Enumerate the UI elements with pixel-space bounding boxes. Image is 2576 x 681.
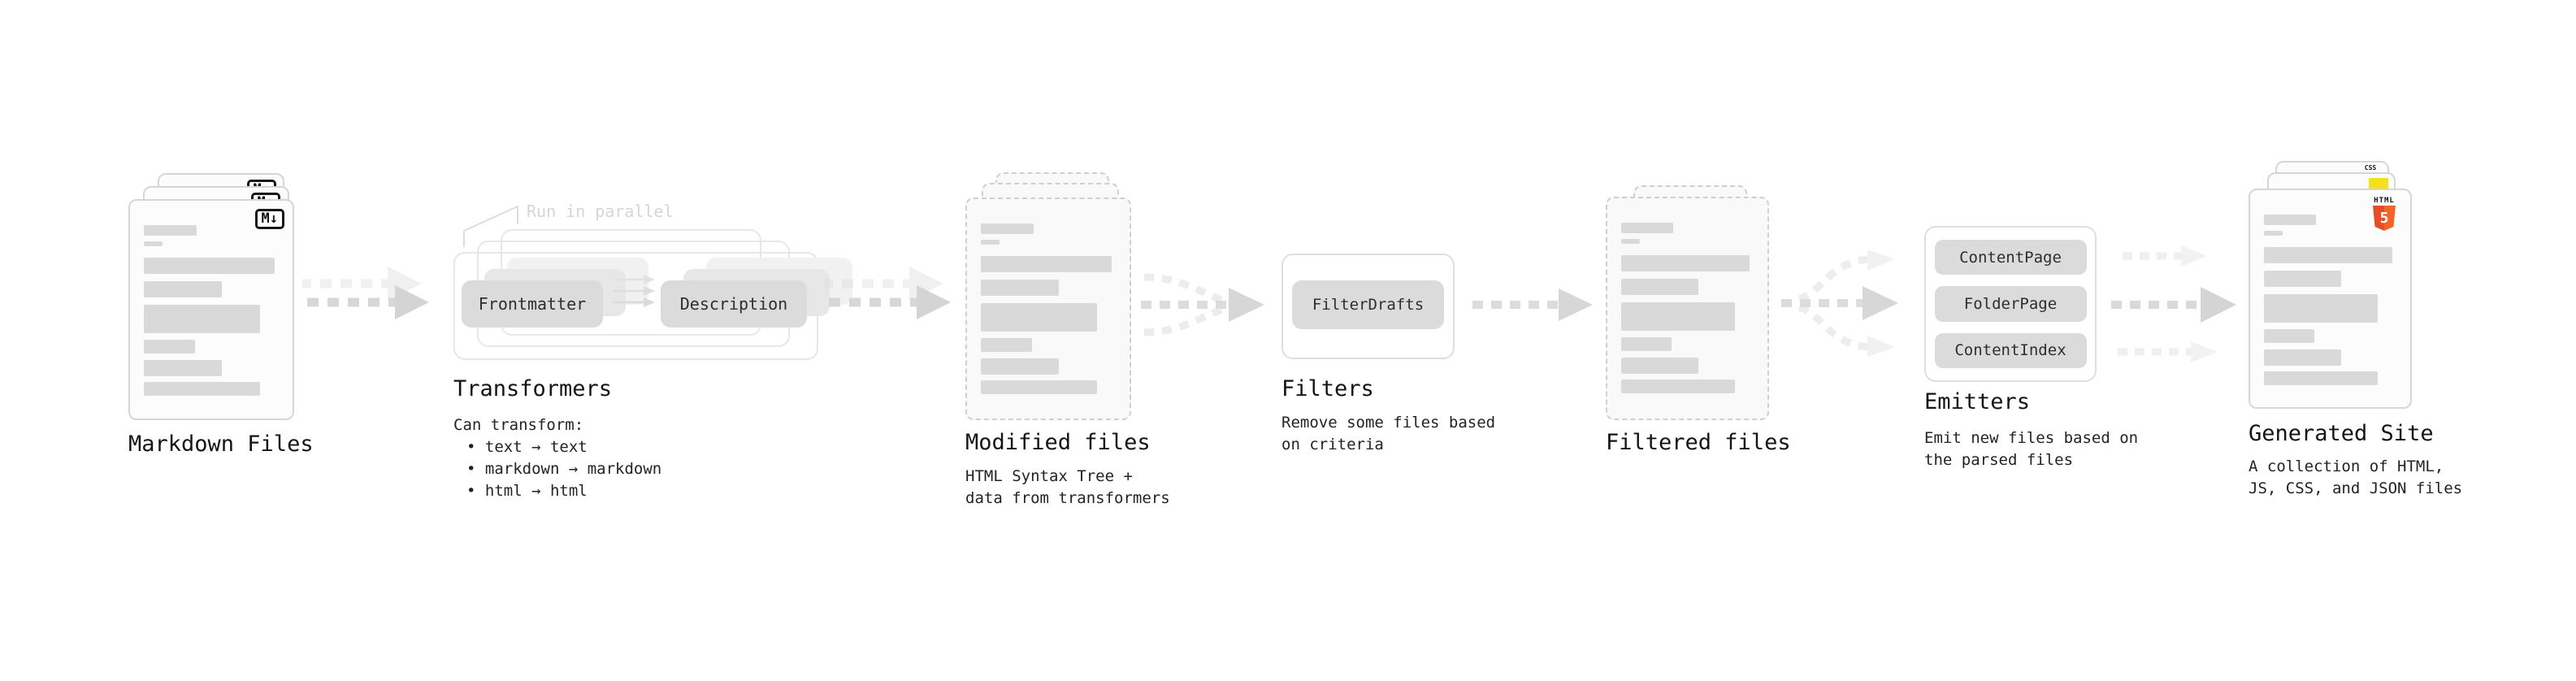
transformers-bullet: text → text (453, 436, 661, 458)
markdown-page-front: M↓ (128, 199, 294, 420)
desc-line: Emit new files based on (1924, 429, 2139, 447)
pill-arrow (613, 275, 655, 284)
arrow-transformers-to-modified (824, 267, 951, 319)
arrow-filters-to-filtered (1472, 288, 1593, 321)
placeholder-text-bar (981, 240, 1000, 245)
transformers-description: Can transform: text → text markdown → ma… (453, 414, 661, 502)
html5-icon: HTML 5 (2368, 197, 2400, 231)
desc-line: data from transformers (965, 489, 1170, 507)
css-icon-label: CSS (2364, 164, 2377, 171)
placeholder-text-bar (1621, 223, 1673, 233)
filters-node: FilterDrafts (1281, 254, 1455, 359)
placeholder-text-bar (981, 223, 1034, 234)
arrow-filtered-to-emitters (1781, 250, 1898, 357)
desc-line: A collection of HTML, (2249, 458, 2444, 475)
html5-icon-word: HTML (2374, 197, 2395, 205)
placeholder-text-bar (144, 281, 223, 297)
annotation-leader-line (463, 206, 518, 247)
placeholder-text-bar (1621, 279, 1698, 295)
arrow-modified-to-filters (1141, 273, 1264, 336)
placeholder-text-bar (144, 225, 197, 236)
arrow-emitter-bottom (2118, 341, 2217, 362)
contentindex-pill: ContentIndex (1934, 332, 2087, 368)
placeholder-text-bar (1621, 255, 1750, 271)
contentpage-pill: ContentPage (1934, 240, 2087, 275)
placeholder-text-bar (1621, 358, 1698, 374)
emitters-label: Emitters (1924, 389, 2031, 414)
arrow-markdown-to-transformers (302, 267, 429, 319)
placeholder-text-bar (1621, 302, 1736, 331)
placeholder-text-bar (981, 338, 1033, 352)
filtered-files-node (1606, 185, 1769, 420)
placeholder-text-bar (2264, 231, 2283, 236)
placeholder-text-bar (2264, 349, 2341, 366)
placeholder-text-bar (1621, 239, 1640, 244)
desc-line: the parsed files (1924, 451, 2074, 469)
markdown-files-node: M↓ M↓ M↓ (128, 173, 294, 420)
filtered-page-front (1606, 197, 1769, 420)
desc-line: on criteria (1281, 436, 1384, 453)
emitters-description: Emit new files based on the parsed files (1924, 427, 2138, 471)
transformers-bullet: markdown → markdown (453, 458, 661, 480)
filtered-files-label: Filtered files (1606, 430, 1791, 455)
placeholder-text-bar (2264, 329, 2314, 343)
placeholder-text-bar (144, 305, 260, 333)
transformers-label: Transformers (453, 376, 613, 401)
placeholder-text-bar (144, 382, 260, 396)
placeholder-text-bar (981, 280, 1060, 296)
desc-line: Remove some files based (1281, 414, 1496, 432)
html5-icon-number: 5 (2379, 210, 2389, 227)
modified-files-node (965, 172, 1131, 420)
placeholder-text-bar (981, 256, 1112, 272)
generated-site-node: CSS HTML 5 (2249, 161, 2412, 409)
placeholder-text-bar (981, 358, 1060, 375)
placeholder-text-bar (1621, 380, 1736, 393)
description-pill: Description (661, 280, 807, 327)
modified-files-label: Modified files (965, 430, 1151, 455)
arrow-emitter-top (2123, 245, 2207, 267)
placeholder-text-bar (144, 258, 275, 274)
folderpage-pill: FolderPage (1934, 286, 2087, 322)
frontmatter-pill: Frontmatter (462, 280, 603, 327)
desc-line: JS, CSS, and JSON files (2249, 479, 2463, 497)
placeholder-text-bar (2264, 294, 2379, 323)
modified-page-front (965, 197, 1131, 420)
desc-line: HTML Syntax Tree + (965, 467, 1133, 485)
placeholder-text-bar (981, 303, 1097, 332)
filters-description: Remove some files based on criteria (1281, 412, 1495, 456)
placeholder-text-bar (2264, 371, 2379, 385)
pill-arrow (613, 286, 655, 296)
markdown-icon: M↓ (254, 209, 284, 229)
emitters-node: ContentPage FolderPage ContentIndex (1924, 226, 2097, 382)
markdown-files-label: Markdown Files (128, 432, 314, 457)
generated-site-label: Generated Site (2249, 421, 2434, 446)
placeholder-text-bar (2264, 271, 2341, 287)
placeholder-text-bar (144, 241, 163, 246)
run-in-parallel-annotation: Run in parallel (527, 202, 674, 221)
placeholder-text-bar (981, 380, 1097, 394)
placeholder-text-bar (2264, 247, 2393, 263)
arrow-emitter-middle (2111, 287, 2236, 323)
transformers-desc-title: Can transform: (453, 416, 584, 434)
site-page-html: HTML 5 (2249, 189, 2412, 409)
modified-files-description: HTML Syntax Tree + data from transformer… (965, 466, 1170, 510)
placeholder-text-bar (144, 360, 223, 376)
filters-label: Filters (1281, 376, 1374, 401)
generated-site-description: A collection of HTML, JS, CSS, and JSON … (2249, 456, 2462, 500)
pill-arrow (613, 297, 655, 307)
placeholder-text-bar (144, 340, 196, 354)
placeholder-text-bar (2264, 215, 2316, 225)
transformers-bullet: html → html (453, 480, 661, 502)
html5-icon-shield: 5 (2373, 206, 2396, 231)
placeholder-text-bar (1621, 337, 1672, 351)
filterdrafts-pill: FilterDrafts (1292, 280, 1444, 329)
js-icon (2369, 178, 2388, 189)
